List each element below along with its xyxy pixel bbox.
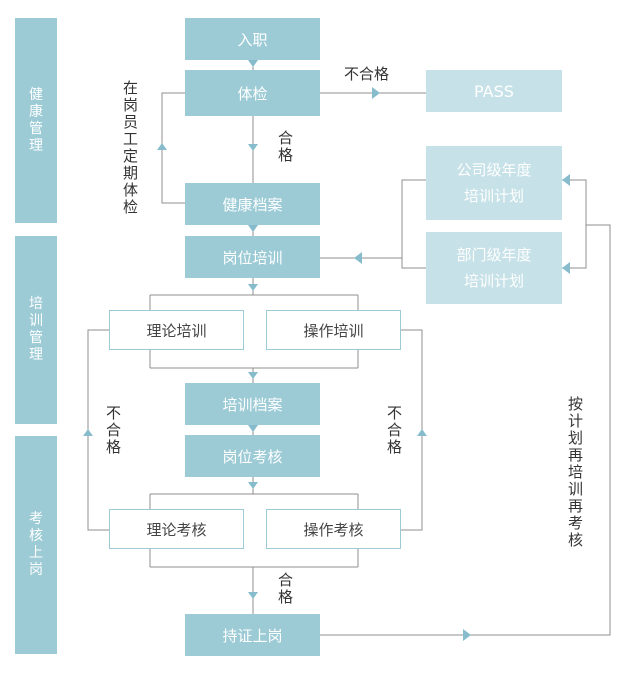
- glyph: 核: [568, 531, 584, 549]
- glyph: 合: [278, 571, 294, 589]
- phase-assessment-label: 考核上岗: [29, 511, 43, 579]
- glyph: 管: [29, 330, 43, 346]
- bracket-plans: [401, 179, 426, 269]
- glyph: 按: [568, 395, 584, 413]
- label-retrain: 按计划再培训再考核: [568, 396, 583, 549]
- glyph: 训: [29, 313, 43, 329]
- glyph: 不: [387, 404, 403, 422]
- glyph: 岗: [123, 96, 139, 114]
- glyph: 培: [568, 463, 584, 481]
- step-onboarding: 入职: [185, 18, 320, 60]
- label-pass: 合格: [278, 130, 293, 164]
- phase-health: 健康管理: [15, 18, 57, 223]
- step-practical-training: 操作培训: [266, 310, 401, 350]
- label-pass-bottom: 合格: [278, 572, 293, 606]
- glyph: 格: [278, 146, 294, 164]
- label-fail-horizontal: 不合格: [344, 65, 390, 83]
- loop-fail-right: [401, 329, 423, 531]
- step-company-plan: 公司级年度 培训计划: [426, 146, 562, 220]
- glyph: 考: [29, 511, 43, 527]
- glyph: 训: [568, 480, 584, 498]
- phase-training-label: 培训管理: [29, 296, 43, 364]
- glyph: 康: [29, 103, 43, 120]
- step-practical-exam: 操作考核: [266, 509, 401, 549]
- glyph: 划: [568, 429, 584, 447]
- glyph: 考: [568, 514, 584, 532]
- glyph: 再: [568, 446, 584, 464]
- step-training-file: 培训档案: [185, 383, 320, 425]
- glyph: 理: [29, 347, 43, 363]
- phase-assessment: 考核上岗: [15, 436, 57, 654]
- step-job-assessment: 岗位考核: [185, 435, 320, 477]
- step-pass: PASS: [426, 70, 562, 112]
- step-physical-exam: 体检: [185, 70, 320, 116]
- glyph: 定: [123, 147, 139, 165]
- step-health-file: 健康档案: [185, 183, 320, 225]
- step-certified: 持证上岗: [185, 614, 320, 656]
- step-theory-training: 理论培训: [109, 310, 244, 350]
- glyph: 合: [106, 421, 122, 439]
- phase-health-label: 健康管理: [29, 87, 43, 155]
- glyph: 工: [123, 130, 139, 148]
- glyph: 计: [568, 412, 584, 430]
- label-periodic-exam: 在岗员工定期体检: [123, 80, 138, 216]
- step-job-training: 岗位培训: [185, 236, 320, 278]
- glyph: 检: [123, 198, 139, 216]
- label-fail-left: 不合格: [106, 405, 121, 456]
- label-fail-right: 不合格: [387, 405, 402, 456]
- glyph: 期: [123, 164, 139, 182]
- dept-plan-line-2: 培训计划: [463, 272, 524, 290]
- arrowheads: [83, 60, 570, 641]
- glyph: 格: [106, 438, 122, 456]
- glyph: 管: [29, 120, 43, 137]
- glyph: 不: [106, 404, 122, 422]
- glyph: 体: [123, 181, 139, 199]
- glyph: 理: [29, 137, 43, 154]
- glyph: 格: [278, 588, 294, 606]
- glyph: 合: [278, 129, 294, 147]
- glyph: 上: [29, 545, 43, 561]
- glyph: 健: [29, 86, 43, 103]
- step-dept-plan: 部门级年度 培训计划: [426, 232, 562, 304]
- glyph: 合: [387, 421, 403, 439]
- glyph: 员: [123, 113, 139, 131]
- loop-retrain: [320, 224, 611, 636]
- glyph: 格: [387, 438, 403, 456]
- step-theory-exam: 理论考核: [109, 509, 244, 549]
- company-plan-line-1: 公司级年度: [456, 161, 532, 179]
- glyph: 核: [29, 528, 43, 544]
- phase-training: 培训管理: [15, 236, 57, 424]
- glyph: 岗: [29, 562, 43, 578]
- company-plan-line-2: 培训计划: [463, 187, 524, 205]
- glyph: 再: [568, 497, 584, 515]
- dept-plan-line-1: 部门级年度: [456, 246, 532, 264]
- glyph: 在: [123, 79, 139, 97]
- glyph: 培: [29, 296, 43, 312]
